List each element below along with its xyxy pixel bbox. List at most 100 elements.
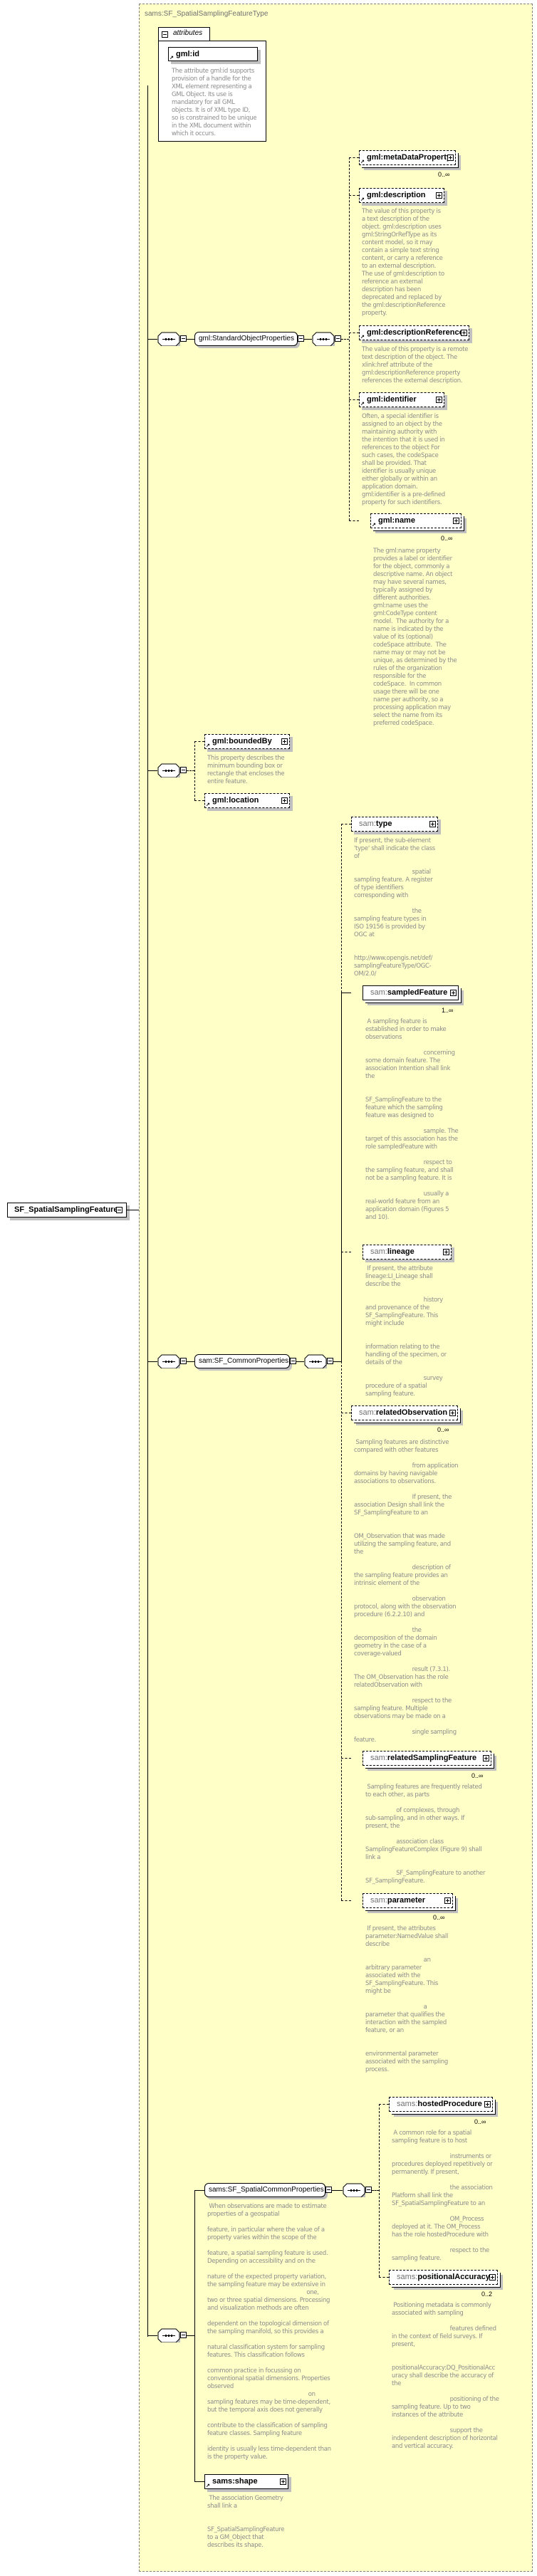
expand-icon[interactable] bbox=[280, 2478, 286, 2485]
expand-icon[interactable] bbox=[443, 1249, 449, 1255]
expand-icon[interactable] bbox=[449, 1410, 456, 1416]
expand-icon[interactable] bbox=[450, 990, 457, 996]
connector bbox=[332, 2190, 343, 2191]
sequence-compositor-icon[interactable] bbox=[157, 332, 180, 346]
reference-arrow-icon: ↗ bbox=[206, 802, 210, 807]
element-shape[interactable]: ↗ sams:shape bbox=[204, 2474, 288, 2489]
root-element[interactable]: SF_SpatialSamplingFeature bbox=[7, 1203, 127, 1218]
element-name[interactable]: ↗ gml:name bbox=[370, 513, 462, 528]
collapse-icon[interactable] bbox=[325, 2187, 332, 2193]
connector bbox=[147, 1361, 157, 1362]
element-doc: The value of this property is a text des… bbox=[362, 208, 446, 317]
collapse-icon[interactable] bbox=[180, 1358, 187, 1364]
connector bbox=[349, 195, 359, 196]
sequence-compositor-icon[interactable] bbox=[343, 2183, 365, 2197]
expand-icon[interactable] bbox=[447, 155, 454, 161]
sequence-line bbox=[341, 1361, 342, 1900]
trunk-line bbox=[147, 85, 148, 2337]
element-metadataproperty[interactable]: ↗ gml:metaDataProperty bbox=[359, 150, 456, 165]
element-relatedsamplingfeature[interactable]: sam:relatedSamplingFeature bbox=[363, 1751, 491, 1766]
element-identifier[interactable]: ↗ gml:identifier bbox=[359, 392, 444, 407]
element-relatedobservation[interactable]: sam:relatedObservation bbox=[351, 1405, 458, 1420]
group-standard-object-properties[interactable]: gml:StandardObjectProperties bbox=[194, 332, 298, 346]
element-descriptionreference[interactable]: ↗ gml:descriptionReference bbox=[359, 325, 469, 340]
sequence-line bbox=[379, 2104, 380, 2277]
element-doc: The association Geometry shall link a SF… bbox=[207, 2495, 285, 2549]
reference-arrow-icon: ↗ bbox=[360, 402, 365, 407]
connector bbox=[187, 1361, 194, 1362]
attributes-tab[interactable]: attributes bbox=[158, 27, 210, 41]
element-doc: The gml:name property provides a label o… bbox=[373, 548, 457, 727]
expand-icon[interactable] bbox=[444, 1897, 451, 1904]
cardinality: 0..∞ bbox=[438, 171, 450, 178]
cardinality: 0..2 bbox=[481, 2290, 493, 2298]
element-description[interactable]: ↗ gml:description bbox=[359, 188, 444, 203]
sequence-compositor-icon[interactable] bbox=[157, 1354, 180, 1368]
collapse-icon[interactable] bbox=[335, 335, 341, 342]
group-sf-common-properties[interactable]: sam:SF_CommonProperties bbox=[194, 1354, 290, 1368]
connector bbox=[341, 1900, 351, 1901]
expand-icon[interactable] bbox=[453, 518, 459, 524]
collapse-icon[interactable] bbox=[180, 2332, 187, 2338]
connector bbox=[187, 2335, 194, 2336]
choice-line bbox=[349, 157, 350, 520]
cardinality: 1..∞ bbox=[442, 1007, 454, 1014]
element-doc: A sampling feature is established in ord… bbox=[365, 1018, 459, 1221]
expand-icon[interactable] bbox=[461, 330, 467, 336]
connector bbox=[296, 1361, 304, 1362]
cardinality: 0..∞ bbox=[437, 1426, 449, 1433]
expand-icon[interactable] bbox=[281, 738, 288, 745]
collapse-icon[interactable] bbox=[180, 335, 187, 342]
sequence-compositor-icon[interactable] bbox=[312, 332, 335, 346]
attribute-gml-id[interactable]: ↗ gml:id bbox=[168, 47, 258, 61]
expand-icon[interactable] bbox=[483, 1755, 489, 1761]
sequence-compositor-icon[interactable] bbox=[304, 1354, 327, 1368]
root-element-label: SF_SpatialSamplingFeature bbox=[14, 1205, 118, 1214]
sequence-line bbox=[194, 2190, 195, 2481]
element-doc: This property describes the minimum boun… bbox=[207, 755, 285, 785]
reference-arrow-icon: ↗ bbox=[206, 743, 210, 748]
collapse-icon[interactable] bbox=[290, 1358, 296, 1364]
collapse-icon[interactable] bbox=[327, 1358, 333, 1364]
connector bbox=[187, 770, 194, 771]
sequence-line bbox=[341, 993, 342, 1361]
expand-icon[interactable] bbox=[489, 2274, 496, 2281]
attributes-tab-label: attributes bbox=[173, 29, 203, 37]
group-sf-spatial-common-properties[interactable]: sams:SF_SpatialCommonProperties bbox=[204, 2183, 325, 2197]
connector bbox=[333, 1361, 341, 1362]
connector bbox=[194, 2481, 204, 2482]
element-sampledfeature[interactable]: sam:sampledFeature bbox=[363, 985, 459, 1000]
element-parameter[interactable]: sam:parameter bbox=[363, 1893, 453, 1908]
element-doc: The value of this property is a remote t… bbox=[362, 346, 469, 384]
sequence-compositor-icon[interactable] bbox=[157, 763, 180, 777]
expand-icon[interactable] bbox=[436, 192, 442, 199]
complex-type-title: sams:SF_SpatialSamplingFeatureType bbox=[145, 10, 268, 18]
connector bbox=[379, 2277, 389, 2278]
collapse-icon[interactable] bbox=[116, 1207, 122, 1213]
reference-arrow-icon: ↗ bbox=[170, 56, 174, 61]
element-positionalaccuracy[interactable]: sams:positionalAccuracy bbox=[389, 2270, 498, 2285]
element-doc: If present, the sub-element 'type' shall… bbox=[354, 837, 435, 978]
expand-icon[interactable] bbox=[484, 2101, 491, 2108]
element-lineage[interactable]: sam:lineage bbox=[363, 1245, 452, 1260]
element-type[interactable]: sam:type bbox=[351, 817, 438, 832]
element-doc: A common role for a spatial sampling fea… bbox=[392, 2130, 493, 2262]
element-doc: If present, the attribute lineage:LI_Lin… bbox=[365, 1265, 447, 1398]
connector bbox=[372, 2190, 379, 2191]
cardinality: 0..∞ bbox=[471, 1772, 484, 1779]
connector bbox=[349, 399, 359, 400]
expand-icon[interactable] bbox=[281, 797, 288, 804]
collapse-icon[interactable] bbox=[162, 31, 168, 38]
element-boundedby[interactable]: ↗ gml:boundedBy bbox=[204, 734, 290, 749]
element-doc: Positioning metadata is commonly associa… bbox=[392, 2302, 499, 2450]
collapse-icon[interactable] bbox=[365, 2187, 372, 2193]
element-location[interactable]: ↗ gml:location bbox=[204, 793, 290, 808]
collapse-icon[interactable] bbox=[180, 767, 187, 773]
collapse-icon[interactable] bbox=[298, 335, 304, 342]
connector bbox=[194, 2190, 204, 2191]
sequence-compositor-icon[interactable] bbox=[157, 2328, 180, 2342]
choice-line bbox=[194, 741, 195, 800]
expand-icon[interactable] bbox=[436, 397, 442, 403]
element-hostedprocedure[interactable]: sams:hostedProcedure bbox=[389, 2097, 493, 2112]
expand-icon[interactable] bbox=[429, 821, 436, 827]
